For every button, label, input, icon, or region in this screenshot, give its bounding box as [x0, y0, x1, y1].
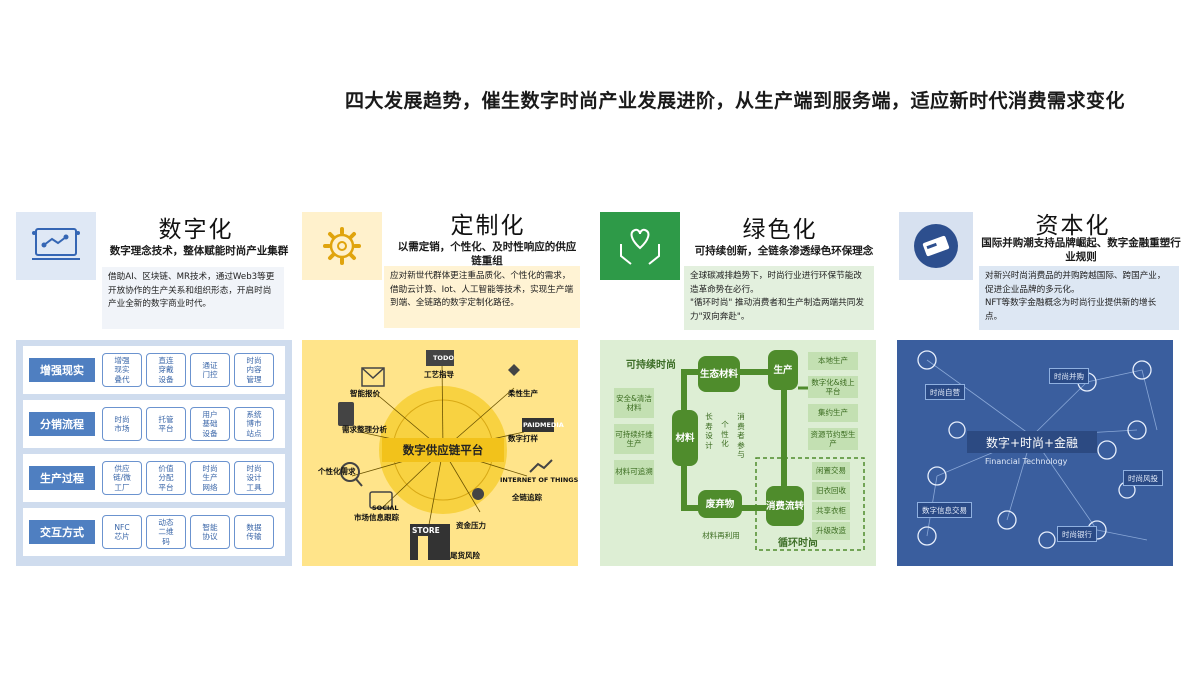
media-text: PAIDMEDIA: [523, 421, 564, 429]
table-cell: 托管平台: [146, 407, 186, 441]
material-node: 材料: [672, 410, 698, 466]
list-item: 安全&清洁材料: [614, 388, 654, 418]
node-label: 智能报价: [350, 389, 380, 398]
table-cell: 时尚生产网络: [190, 461, 230, 495]
tag: 数字信息交易: [917, 502, 972, 518]
gear-icon: [302, 212, 382, 280]
table-row: 交互方式 NFC芯片 动态二维码 智能协议 数据传输: [23, 508, 285, 556]
row-label: 交互方式: [29, 520, 95, 544]
tag: 时尚风投: [1123, 470, 1163, 486]
trend-green: 绿色化 可持续创新，全链条渗透绿色环保理念 全球碳减排趋势下，时尚行业进行环保节…: [600, 210, 880, 570]
heart-hands-icon: [600, 212, 680, 280]
trend-description: 借助AI、区块链、MR技术，通过Web3等更开放协作的生产关系和组织形态，开启时…: [102, 267, 284, 329]
recycle-label: 材料再利用: [702, 531, 740, 541]
node-label: 工艺指导: [424, 370, 454, 379]
row-label: 分销流程: [29, 412, 95, 436]
trend-title: 资本化: [1035, 213, 1111, 239]
store-sign: STORE: [412, 526, 440, 535]
center-label: 数字供应链平台: [382, 438, 504, 462]
card-icon: [899, 212, 973, 280]
sustainable-label: 可持续时尚: [626, 360, 676, 371]
page-headline: 四大发展趋势，催生数字时尚产业发展进阶，从生产端到服务端，适应新时代消费需求变化: [345, 90, 1126, 112]
feature-table: 增强现实 增强现实叠代 直连穿戴设备 通证门控 时尚内容管理 分销流程 时尚市场…: [16, 340, 292, 566]
fintech-subtitle: Financial Technology: [985, 457, 1068, 466]
row-label: 生产过程: [29, 466, 95, 490]
node-label: 数字打样: [508, 434, 538, 443]
node-label: 个性化需求: [318, 467, 356, 476]
supply-chain-diagram: 数字供应链平台 工艺指导 智能报价 柔性生产 需求整理分析 数字打样 个性化需求…: [302, 340, 578, 566]
trend-title: 绿色化: [742, 217, 818, 243]
list-item: 资源节约型生产: [808, 428, 858, 450]
table-cell: 价值分配平台: [146, 461, 186, 495]
fintech-diagram: 数字+时尚+金融 Financial Technology 时尚自营 时尚并购 …: [897, 340, 1173, 566]
vertical-label: 消费者参与: [737, 412, 745, 459]
node-label: 柔性生产: [508, 389, 538, 398]
table-row: 生产过程 供应链/微工厂 价值分配平台 时尚生产网络 时尚设计工具: [23, 454, 285, 502]
list-item: 旧衣回收: [812, 482, 850, 500]
trend-customization: 定制化 以需定销，个性化、及时性响应的供应链重组 应对新世代群体更注重品质化、个…: [302, 210, 582, 570]
list-item: 升级改造: [812, 522, 850, 540]
table-cell: 直连穿戴设备: [146, 353, 186, 387]
vertical-label: 长寿设计: [705, 412, 713, 450]
circular-fashion-diagram: 可持续时尚 循环时尚 生态材料 生产 材料 废弃物 消费流转 安全&清洁材料 可…: [600, 340, 876, 566]
node-label: 需求整理分析: [342, 425, 387, 434]
table-cell: 时尚设计工具: [234, 461, 274, 495]
table-cell: 增强现实叠代: [102, 353, 142, 387]
table-cell: 时尚市场: [102, 407, 142, 441]
social-text: SOCIAL: [372, 504, 399, 512]
production-node: 生产: [768, 350, 798, 390]
consumption-node: 消费流转: [766, 486, 804, 526]
node-label: 尾货风险: [450, 551, 480, 560]
list-item: 集约生产: [808, 404, 858, 422]
trend-title: 数字化: [158, 217, 234, 243]
node-label: 全链追踪: [512, 493, 542, 502]
trend-subtitle: 数字理念技术，整体赋能时尚产业集群: [109, 245, 289, 257]
table-cell: 时尚内容管理: [234, 353, 274, 387]
list-item: 可持续纤维生产: [614, 424, 654, 454]
trend-capital: 资本化 国际并购潮支持品牌崛起、数字金融重塑行业规则 对新兴时尚消费品的并购跨越…: [897, 210, 1181, 570]
table-cell: 智能协议: [190, 515, 230, 549]
trend-description: 对新兴时尚消费品的并购跨越国际、跨国产业，促进企业品牌的多元化。 NFT等数字金…: [979, 266, 1179, 330]
trend-description: 全球碳减排趋势下，时尚行业进行环保节能改造革命势在必行。 "循环时尚" 推动消费…: [684, 266, 874, 330]
table-cell: 通证门控: [190, 353, 230, 387]
fintech-title: 数字+时尚+金融: [967, 431, 1097, 453]
table-cell: 供应链/微工厂: [102, 461, 142, 495]
sign-text: TODO: [433, 354, 454, 362]
table-cell: NFC芯片: [102, 515, 142, 549]
trend-digital: 数字化 数字理念技术，整体赋能时尚产业集群 借助AI、区块链、MR技术，通过We…: [16, 210, 296, 570]
list-item: 数字化&线上平台: [808, 376, 858, 398]
waste-node: 废弃物: [698, 490, 742, 518]
handshake-icon: [16, 212, 96, 280]
tag: 时尚自营: [925, 384, 965, 400]
row-label: 增强现实: [29, 358, 95, 382]
table-row: 分销流程 时尚市场 托管平台 用户基础设备 系统博市站点: [23, 400, 285, 448]
trend-description: 应对新世代群体更注重品质化、个性化的需求，借助云计算、Iot、人工智能等技术，实…: [384, 266, 580, 328]
list-item: 闲置交易: [812, 462, 850, 480]
table-cell: 数据传输: [234, 515, 274, 549]
trend-subtitle: 以需定销，个性化、及时性响应的供应链重组: [397, 241, 577, 267]
trend-subtitle: 可持续创新，全链条渗透绿色环保理念: [694, 245, 874, 257]
table-cell: 系统博市站点: [234, 407, 274, 441]
trend-title: 定制化: [450, 213, 526, 239]
circular-label: 循环时尚: [778, 538, 818, 549]
table-row: 增强现实 增强现实叠代 直连穿戴设备 通证门控 时尚内容管理: [23, 346, 285, 394]
tag: 时尚银行: [1057, 526, 1097, 542]
list-item: 共享衣柜: [812, 502, 850, 520]
table-cell: 动态二维码: [146, 515, 186, 549]
vertical-label: 个性化: [721, 420, 729, 448]
trend-subtitle: 国际并购潮支持品牌崛起、数字金融重塑行业规则: [981, 237, 1181, 263]
iot-text: INTERNET OF THINGS: [500, 476, 578, 484]
node-label: 市场信息跟踪: [354, 513, 399, 522]
list-item: 本地生产: [808, 352, 858, 370]
list-item: 材料可追溯: [614, 460, 654, 484]
table-cell: 用户基础设备: [190, 407, 230, 441]
tag: 时尚并购: [1049, 368, 1089, 384]
node-label: 资金压力: [456, 521, 486, 530]
eco-material-node: 生态材料: [698, 356, 740, 392]
